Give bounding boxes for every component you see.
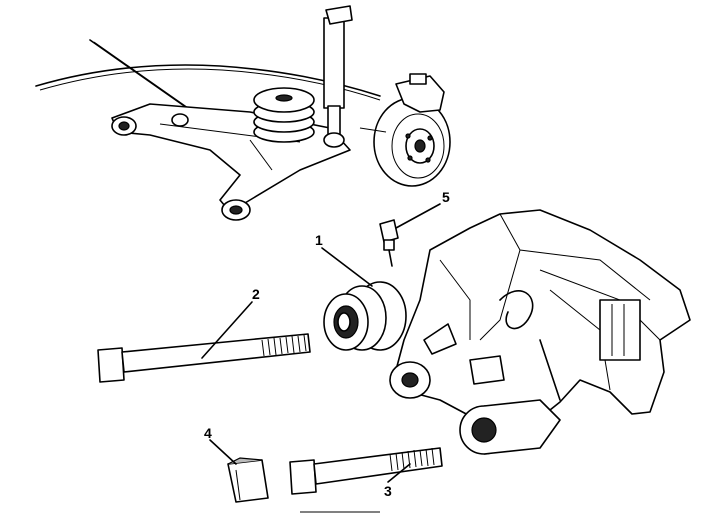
callout-2: 2 [252,286,260,302]
leader-5 [395,203,441,229]
part-3-short-bolt [289,447,443,495]
brake-caliper-housing [389,209,691,455]
part-4-cap [227,457,269,503]
part-5-bleeder-fitting [379,219,399,267]
rear-suspension-assembly [35,5,451,221]
leader-4 [209,439,237,465]
leader-1 [321,247,373,287]
part-2-long-bolt [97,333,311,383]
part-3-thread [389,447,435,472]
callout-5: 5 [442,189,450,205]
leader-2 [201,301,253,359]
part-1-piston-bushing [323,281,407,351]
callout-1: 1 [315,232,323,248]
part-2-thread [261,334,307,357]
callout-4: 4 [204,425,212,441]
leader-3 [387,463,411,483]
callout-3: 3 [384,483,392,499]
leader-lines [201,203,441,483]
